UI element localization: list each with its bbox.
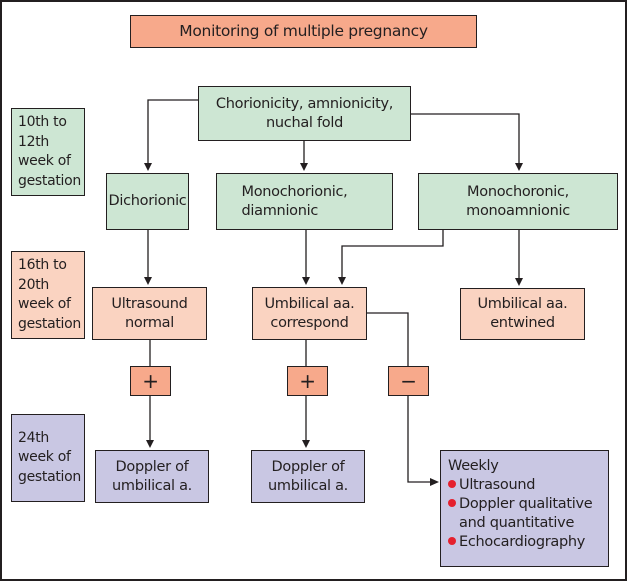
node-doppler-umbilical-mid: Doppler of umbilical a.: [251, 450, 365, 503]
stage-label-text: 10th to 12th week of gestation: [18, 113, 81, 191]
stage-label-line: 10th to: [18, 114, 67, 130]
weekly-item-text: Ultrasound: [459, 477, 536, 493]
plus-icon: +: [142, 368, 159, 393]
weekly-item-text: Doppler qualitative: [459, 496, 593, 512]
plus-icon: +: [299, 368, 316, 393]
weekly-heading: Weekly: [448, 458, 499, 474]
stage-label-line: week of: [18, 449, 71, 466]
stage-label-10-12-weeks: 10th to 12th week of gestation: [11, 108, 85, 196]
stage-label-text: 16th to 20th week of gestation: [18, 256, 81, 334]
node-text: Ultrasound normal: [111, 295, 187, 333]
node-line: Umbilical aa.: [477, 296, 568, 312]
node-text: Doppler of umbilical a.: [112, 458, 192, 496]
node-line: normal: [124, 314, 174, 331]
node-line: Monochoronic,: [467, 183, 569, 200]
node-line: Doppler of: [271, 458, 345, 475]
node-line: umbilical a.: [112, 477, 192, 494]
stage-label-line: gestation: [18, 468, 81, 485]
node-line: Umbilical aa.: [264, 295, 355, 312]
weekly-list-item: Doppler qualitative: [448, 495, 593, 514]
stage-label-line: 12th: [18, 133, 49, 150]
stage-label-line: gestation: [18, 172, 81, 189]
node-line: Ultrasound: [111, 295, 188, 312]
node-line: Doppler of: [115, 458, 189, 475]
stage-label-line: 24th: [18, 429, 49, 446]
node-chorionicity: Chorionicity, amnionicity, nuchal fold: [198, 86, 411, 141]
bullet-icon: [448, 537, 456, 545]
node-text: Monochorionic, diamnionic: [242, 183, 348, 221]
node-text: Monochoronic, monoamnionic: [466, 183, 570, 221]
weekly-item-text: Echocardiography: [459, 534, 586, 550]
stage-label-line: week of: [18, 153, 71, 169]
stage-label-line: week of: [18, 296, 71, 312]
weekly-list-item: Ultrasound: [448, 476, 535, 495]
node-dichorionic: Dichorionic: [106, 173, 189, 230]
node-text: Chorionicity, amnionicity, nuchal fold: [216, 95, 393, 133]
node-line: Monochorionic,: [241, 183, 348, 200]
node-text: Doppler of umbilical a.: [268, 458, 348, 496]
stage-label-24-weeks: 24th week of gestation: [11, 414, 85, 502]
node-doppler-umbilical-left: Doppler of umbilical a.: [95, 450, 209, 503]
node-monochorionic-monoamnionic: Monochoronic, monoamnionic: [418, 173, 618, 230]
bullet-icon: [448, 480, 456, 488]
positive-sign-mid: +: [287, 366, 328, 396]
weekly-list-item: Echocardiography: [448, 533, 585, 552]
node-line: Chorionicity, amnionicity,: [215, 95, 394, 112]
node-weekly-monitoring: Weekly Ultrasound Doppler qualitative an…: [440, 450, 609, 567]
node-ultrasound-normal: Ultrasound normal: [92, 287, 207, 340]
diagram-title: Monitoring of multiple pregnancy: [130, 15, 477, 48]
stage-label-text: 24th week of gestation: [18, 429, 81, 488]
node-text: Umbilical aa. entwined: [477, 295, 567, 333]
weekly-item-text-continued: and quantitative: [459, 515, 575, 531]
stage-label-line: gestation: [18, 315, 81, 332]
node-line: nuchal fold: [266, 114, 343, 131]
node-umbilical-aa-entwined: Umbilical aa. entwined: [460, 288, 585, 340]
bullet-icon: [448, 499, 456, 507]
node-line: Dichorionic: [108, 193, 187, 209]
stage-label-line: 20th: [18, 276, 49, 293]
diagram-title-text: Monitoring of multiple pregnancy: [179, 22, 428, 40]
node-line: monoamnionic: [466, 202, 570, 219]
node-line: entwined: [490, 315, 555, 331]
stage-label-line: 16th to: [18, 257, 67, 273]
positive-sign-left: +: [130, 366, 171, 396]
node-line: umbilical a.: [268, 477, 348, 494]
node-umbilical-aa-correspond: Umbilical aa. correspond: [252, 287, 367, 340]
stage-label-16-20-weeks: 16th to 20th week of gestation: [11, 251, 85, 339]
node-line: diamnionic: [241, 202, 319, 219]
node-monochorionic-diamnionic: Monochorionic, diamnionic: [216, 173, 393, 230]
node-line: correspond: [270, 314, 349, 331]
negative-sign: −: [388, 366, 429, 396]
node-text: Umbilical aa. correspond: [264, 295, 354, 333]
minus-icon: −: [400, 368, 417, 393]
